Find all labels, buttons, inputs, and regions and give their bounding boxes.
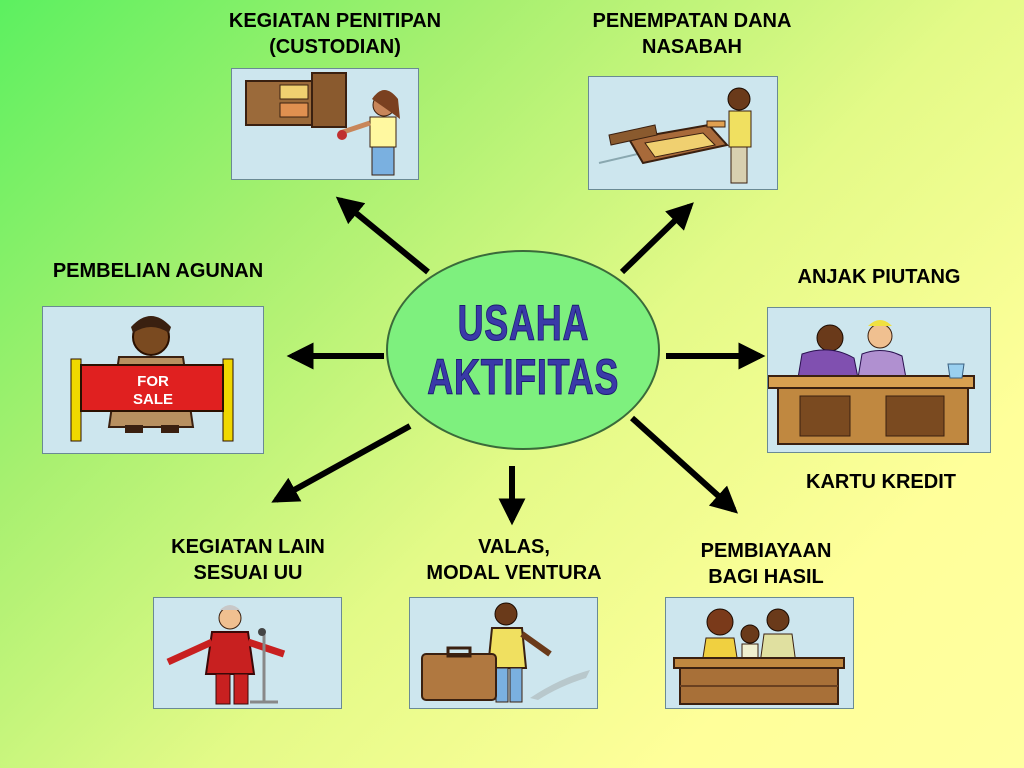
arrow-to-profit-sharing <box>629 415 739 514</box>
label-forex: VALAS, MODAL VENTURA <box>426 536 602 584</box>
image-factoring <box>767 307 991 453</box>
sign-sale: SALE <box>133 391 173 408</box>
image-other <box>153 597 342 709</box>
arrow-to-custodian <box>335 196 430 275</box>
center-line-1: USAHA <box>457 295 589 351</box>
label-collateral: PEMBELIAN AGUNAN <box>52 260 264 282</box>
label-profit-sharing: PEMBIAYAAN BAGI HASIL <box>700 540 832 588</box>
image-custodian <box>231 68 419 180</box>
image-collateral: FOR SALE <box>42 306 264 454</box>
label-other: KEGIATAN LAIN SESUAI UU <box>171 536 325 584</box>
center-line-2: AKTIFITAS <box>427 349 619 405</box>
image-profit-sharing <box>665 597 854 709</box>
image-placement <box>588 76 778 190</box>
label-placement: PENEMPATAN DANA NASABAH <box>592 10 792 58</box>
image-forex <box>409 597 598 709</box>
label-credit-card: KARTU KREDIT <box>806 471 956 493</box>
sign-for: FOR <box>137 373 169 390</box>
center-node: USAHA AKTIFITAS <box>386 250 660 450</box>
arrow-to-placement <box>619 202 694 275</box>
label-factoring: ANJAK PIUTANG <box>797 266 961 288</box>
label-custodian: KEGIATAN PENITIPAN (CUSTODIAN) <box>228 10 442 58</box>
arrow-to-other <box>271 423 412 503</box>
